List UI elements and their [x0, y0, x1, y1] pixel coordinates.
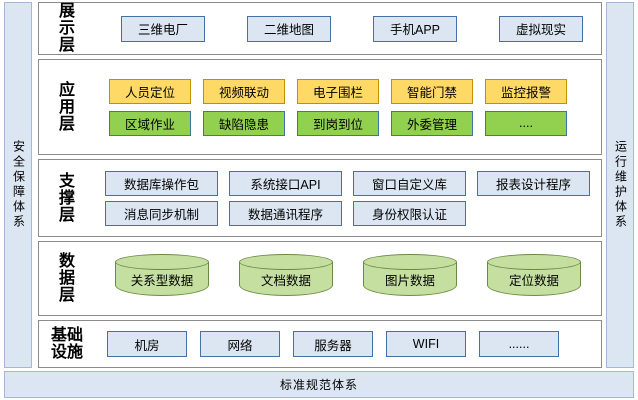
node-video-linkage[interactable]: 视频联动	[203, 78, 285, 104]
layer-data-row-1: 关系型数据 文档数据 图片数据 定位数据	[99, 253, 597, 304]
node-database-operation-package[interactable]: 数据库操作包	[105, 170, 218, 196]
operation-maintenance-rail-label: 运行维护体系	[613, 140, 628, 230]
node-virtual-reality[interactable]: 虚拟现实	[499, 15, 583, 42]
node-two-dimensional-map[interactable]: 二维地图	[247, 15, 331, 42]
node-relational-data[interactable]: 关系型数据	[115, 253, 209, 304]
node-application-more[interactable]: ....	[485, 110, 567, 136]
layer-data-body: 关系型数据 文档数据 图片数据 定位数据	[95, 242, 601, 315]
node-document-data-label: 文档数据	[260, 273, 311, 288]
node-smart-access-control[interactable]: 智能门禁	[391, 78, 473, 104]
layer-application-body: 人员定位 视频联动 电子围栏 智能门禁 监控报警 区域作业 缺陷隐患 到岗到位 …	[95, 60, 601, 154]
node-system-interface-api[interactable]: 系统接口API	[229, 170, 342, 196]
layer-support-row-1: 数据库操作包 系统接口API 窗口自定义库 报表设计程序	[99, 170, 597, 196]
layer-support-label-cell: 支撑层	[39, 160, 95, 236]
node-identity-authorization-auth[interactable]: 身份权限认证	[353, 200, 466, 226]
node-area-operation[interactable]: 区域作业	[109, 110, 191, 136]
layer-infrastructure-label-cell: 基础设施	[39, 321, 95, 367]
layer-application-row-2: 区域作业 缺陷隐患 到岗到位 外委管理 ....	[99, 110, 597, 136]
layer-infrastructure: 基础设施 机房 网络 服务器 WIFI ......	[38, 320, 602, 368]
node-mobile-app[interactable]: 手机APP	[373, 15, 457, 42]
layer-infrastructure-label: 基础设施	[50, 327, 83, 361]
node-document-data[interactable]: 文档数据	[239, 253, 333, 304]
node-message-sync-mechanism[interactable]: 消息同步机制	[105, 200, 218, 226]
node-personnel-positioning[interactable]: 人员定位	[109, 78, 191, 104]
standards-specification-label: 标准规范体系	[279, 378, 358, 392]
node-data-communication-program[interactable]: 数据通讯程序	[229, 200, 342, 226]
node-server[interactable]: 服务器	[293, 331, 373, 357]
node-outsourcing-management[interactable]: 外委管理	[391, 110, 473, 136]
layer-application: 应用层 人员定位 视频联动 电子围栏 智能门禁 监控报警 区域作业 缺陷隐患 到…	[38, 59, 602, 155]
operation-maintenance-rail: 运行维护体系	[606, 2, 634, 368]
node-monitoring-alarm[interactable]: 监控报警	[485, 78, 567, 104]
standards-specification-bar: 标准规范体系	[4, 371, 634, 398]
node-network[interactable]: 网络	[200, 331, 280, 357]
node-electronic-fence[interactable]: 电子围栏	[297, 78, 379, 104]
layer-infrastructure-body: 机房 网络 服务器 WIFI ......	[95, 321, 601, 367]
node-window-custom-library[interactable]: 窗口自定义库	[353, 170, 466, 196]
security-assurance-rail: 安全保障体系	[4, 2, 32, 368]
layer-application-label-cell: 应用层	[39, 60, 95, 154]
node-infrastructure-more[interactable]: ......	[479, 331, 559, 357]
layer-presentation-label: 展示层	[58, 3, 75, 54]
node-image-data-label: 图片数据	[384, 273, 435, 288]
layer-application-label: 应用层	[58, 81, 75, 133]
layer-support: 支撑层 数据库操作包 系统接口API 窗口自定义库 报表设计程序 消息同步机制 …	[38, 159, 602, 237]
node-wifi[interactable]: WIFI	[386, 331, 466, 357]
cylinder-top-icon	[239, 253, 333, 270]
node-on-duty-in-place[interactable]: 到岗到位	[297, 110, 379, 136]
layer-data-label-cell: 数据层	[39, 242, 95, 315]
layer-presentation-body: 三维电厂 二维地图 手机APP 虚拟现实	[95, 3, 601, 54]
layer-infrastructure-row-1: 机房 网络 服务器 WIFI ......	[99, 331, 597, 357]
cylinder-top-icon	[487, 253, 581, 270]
node-defect-hazard[interactable]: 缺陷隐患	[203, 110, 285, 136]
cylinder-top-icon	[115, 253, 209, 270]
cylinder-top-icon	[363, 253, 457, 270]
node-positioning-data[interactable]: 定位数据	[487, 253, 581, 304]
layer-support-label: 支撑层	[58, 172, 75, 224]
security-assurance-rail-label: 安全保障体系	[11, 140, 26, 230]
node-positioning-data-label: 定位数据	[508, 273, 559, 288]
layer-data: 数据层 关系型数据 文档数据 图片数据	[38, 241, 602, 316]
layer-application-row-1: 人员定位 视频联动 电子围栏 智能门禁 监控报警	[99, 78, 597, 104]
node-three-dimensional-plant[interactable]: 三维电厂	[121, 15, 205, 42]
node-computer-room[interactable]: 机房	[107, 331, 187, 357]
layer-support-row-2: 消息同步机制 数据通讯程序 身份权限认证	[99, 200, 597, 226]
layer-presentation: 展示层 三维电厂 二维地图 手机APP 虚拟现实	[38, 2, 602, 55]
layer-support-body: 数据库操作包 系统接口API 窗口自定义库 报表设计程序 消息同步机制 数据通讯…	[95, 160, 601, 236]
node-relational-data-label: 关系型数据	[130, 273, 194, 288]
layer-data-label: 数据层	[58, 253, 75, 304]
node-report-design-program[interactable]: 报表设计程序	[477, 170, 590, 196]
layer-presentation-label-cell: 展示层	[39, 3, 95, 54]
node-image-data[interactable]: 图片数据	[363, 253, 457, 304]
layer-presentation-row-1: 三维电厂 二维地图 手机APP 虚拟现实	[99, 15, 597, 42]
